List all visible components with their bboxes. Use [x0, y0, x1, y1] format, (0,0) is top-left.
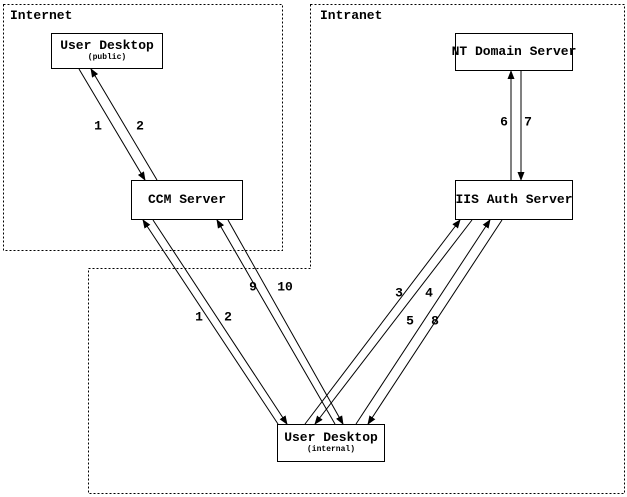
edge-label-1-public: 1: [94, 118, 102, 134]
edge-line-9: [216, 219, 336, 425]
edge-label-5: 5: [406, 313, 414, 329]
edge-label-3: 3: [395, 285, 403, 301]
edge-line-4: [314, 219, 473, 425]
node-user-desktop-public: User Desktop (public): [51, 33, 163, 69]
node-nt-domain-server: NT Domain Server: [452, 33, 576, 71]
edge-line-10: [227, 219, 344, 425]
intranet-zone-label: Intranet: [320, 8, 383, 23]
edge-label-9: 9: [249, 279, 257, 295]
node-title: NT Domain Server: [451, 44, 577, 60]
node-title: User Desktop: [60, 38, 154, 54]
edge-line-1-public: [78, 68, 146, 181]
node-title: User Desktop: [284, 430, 378, 446]
edge-line-3: [304, 219, 461, 425]
edge-label-7: 7: [524, 114, 532, 130]
edge-label-2-internal: 2: [224, 309, 232, 325]
edge-label-4: 4: [425, 285, 433, 301]
node-ccm-server: CCM Server: [131, 180, 243, 220]
internet-zone-border: [3, 4, 283, 251]
edge-line-2-internal: [152, 219, 288, 425]
node-title: CCM Server: [147, 192, 226, 208]
node-title: IIS Auth Server: [455, 192, 573, 208]
edge-label-10: 10: [277, 279, 293, 295]
edge-label-6: 6: [500, 114, 508, 130]
node-subtitle: (internal): [306, 445, 355, 455]
node-subtitle: (public): [87, 53, 127, 63]
edge-label-1-internal: 1: [195, 309, 203, 325]
edge-label-8: 8: [431, 313, 439, 329]
intranet-zone-border: [88, 4, 625, 494]
edge-label-2-public: 2: [136, 118, 144, 134]
edge-line-2-public: [90, 68, 158, 181]
edge-line-1-internal: [142, 219, 279, 425]
node-user-desktop-internal: User Desktop (internal): [277, 424, 385, 462]
internet-zone-label: Internet: [10, 8, 73, 23]
node-iis-auth-server: IIS Auth Server: [455, 180, 573, 220]
edge-line-5: [355, 219, 491, 425]
edge-line-8: [367, 219, 503, 425]
